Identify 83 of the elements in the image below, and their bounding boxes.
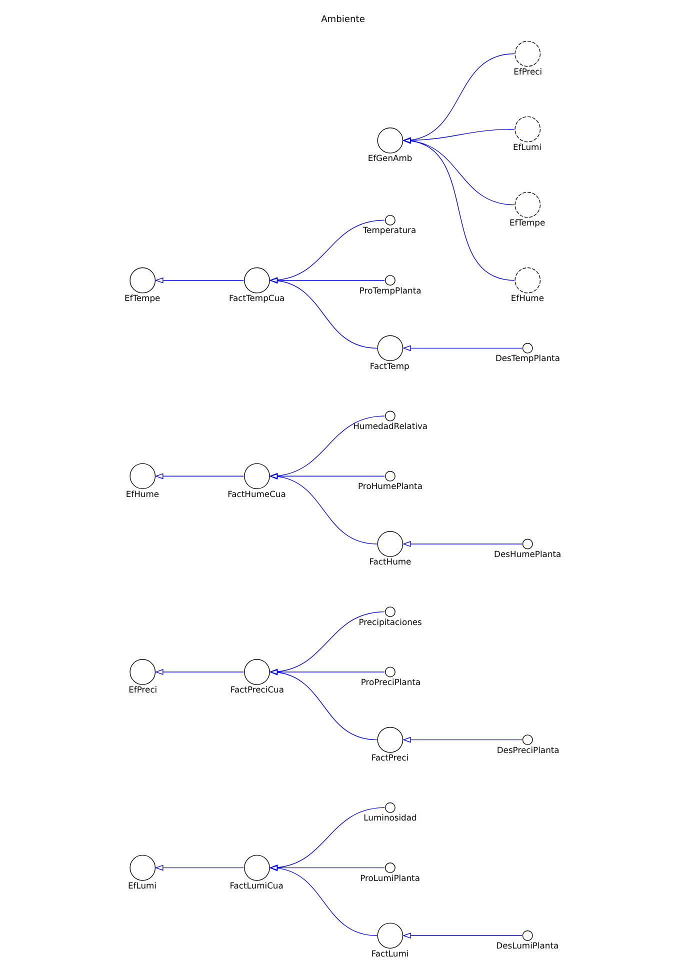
node-circle [522, 930, 533, 940]
arrow [269, 277, 378, 348]
node-label: ProPreciPlanta [360, 676, 421, 686]
node-label: EfGenAmb [368, 152, 412, 163]
node-circle [522, 734, 533, 745]
arrow [402, 344, 522, 351]
node-label: EfPreci [128, 684, 158, 694]
arrow [269, 472, 385, 479]
node-label: Temperatura [362, 224, 416, 235]
node-circle [244, 854, 270, 880]
node-label: Luminosidad [364, 812, 417, 822]
node-circle [244, 658, 270, 684]
node-circle [514, 266, 541, 293]
node-label: EfLumi [512, 141, 542, 152]
node-label: HumedadRelativa [353, 420, 428, 431]
node-label: DesTempPlanta [495, 352, 560, 363]
arrow [154, 864, 244, 870]
node-circle [384, 666, 396, 677]
node-circle [384, 470, 396, 481]
node-label: DesPreciPlanta [496, 744, 560, 754]
arrow [269, 864, 378, 936]
node-label: FactTemp [370, 360, 410, 370]
node-circle [514, 40, 541, 66]
node-label: FactLumi [371, 948, 409, 958]
arrow [402, 137, 515, 205]
node-circle [384, 802, 396, 812]
arrow [269, 219, 385, 282]
node-circle [384, 862, 396, 873]
arrow [402, 137, 515, 280]
arrow [154, 668, 244, 674]
node-label: EfHume [126, 488, 160, 498]
node-circle [522, 538, 533, 549]
node-circle [514, 191, 541, 218]
node-circle [384, 606, 396, 617]
node-label: FactHume [369, 556, 412, 566]
node-circle [377, 922, 404, 948]
node-circle [384, 410, 396, 421]
node-circle [384, 214, 396, 225]
arrow [269, 668, 385, 674]
arrow [269, 610, 385, 674]
arrow [269, 473, 378, 544]
node-label: DesHumePlanta [494, 548, 562, 559]
node-circle [377, 127, 404, 153]
node-circle [522, 342, 533, 353]
node-circle [377, 726, 404, 752]
node-label: FactPreciCua [230, 684, 284, 694]
arrow [402, 932, 522, 938]
node-label: FactPreci [371, 752, 409, 762]
node-label: EfTempe [124, 292, 160, 303]
node-label: FactTempCua [229, 292, 285, 303]
arrow [402, 128, 515, 143]
arrow [154, 276, 244, 283]
arrow [402, 540, 522, 546]
node-circle [130, 658, 156, 684]
node-circle [130, 854, 156, 880]
arrow [269, 668, 378, 740]
node-label: DesLumiPlanta [496, 940, 559, 950]
diagram-title: Ambiente [321, 14, 365, 24]
arrow [402, 736, 522, 742]
node-circle [377, 530, 404, 556]
node-label: EfHume [510, 292, 544, 303]
node-label: Precipitaciones [358, 616, 422, 626]
node-circle [130, 462, 156, 489]
node-circle [384, 274, 396, 286]
arrow [269, 864, 385, 870]
node-circle [244, 462, 270, 489]
node-circle [377, 334, 404, 361]
node-label: ProLumiPlanta [360, 872, 420, 882]
node-circle [244, 266, 270, 293]
node-label: ProTempPlanta [359, 284, 422, 295]
node-label: ProHumePlanta [358, 480, 422, 491]
arrow [269, 276, 385, 283]
node-circle [130, 266, 156, 293]
arrow [269, 806, 385, 870]
node-label: EfLumi [128, 880, 157, 890]
node-label: EfPreci [514, 66, 542, 76]
node-label: FactHumeCua [228, 488, 286, 498]
node-circle [514, 116, 541, 142]
arrow [402, 52, 515, 142]
arrow [154, 472, 244, 479]
arrow [269, 415, 385, 478]
node-label: EfTempe [509, 217, 546, 228]
node-label: FactLumiCua [230, 880, 284, 890]
